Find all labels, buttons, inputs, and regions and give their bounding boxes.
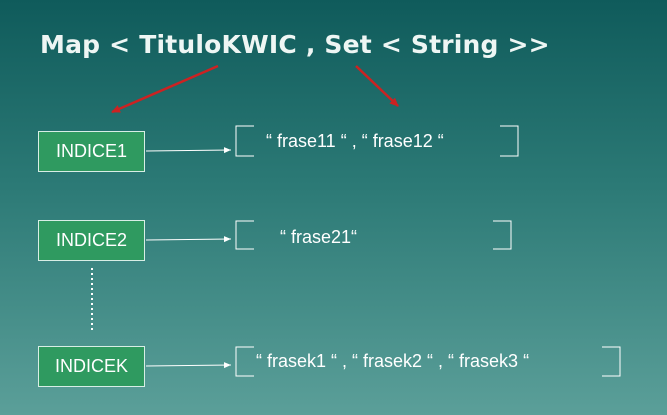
index-node-k: INDICEK — [38, 346, 145, 387]
diagram-title: Map < TituloKWIC , Set < String >> — [40, 30, 550, 59]
set-bracket-right-2 — [493, 220, 512, 250]
set-values-1: “ frase11 “ , “ frase12 “ — [266, 131, 444, 151]
index-node-1: INDICE1 — [38, 131, 145, 172]
set-bracket-right-1 — [500, 125, 519, 157]
title-key-arrow — [111, 64, 219, 114]
set-bracket-left-2 — [235, 220, 254, 250]
set-bracket-left-1 — [235, 125, 254, 157]
connector-arrow-k — [145, 362, 232, 369]
set-bracket-left-k — [235, 346, 254, 377]
connector-arrow-2 — [145, 236, 232, 243]
title-value-arrow — [355, 65, 399, 107]
set-values-2: “ frase21“ — [280, 227, 358, 247]
connector-arrow-1 — [145, 147, 232, 154]
set-values-k: “ frasek1 “ , “ frasek2 “ , “ frasek3 “ — [256, 351, 530, 371]
index-node-2: INDICE2 — [38, 220, 145, 261]
set-bracket-right-k — [602, 346, 621, 377]
